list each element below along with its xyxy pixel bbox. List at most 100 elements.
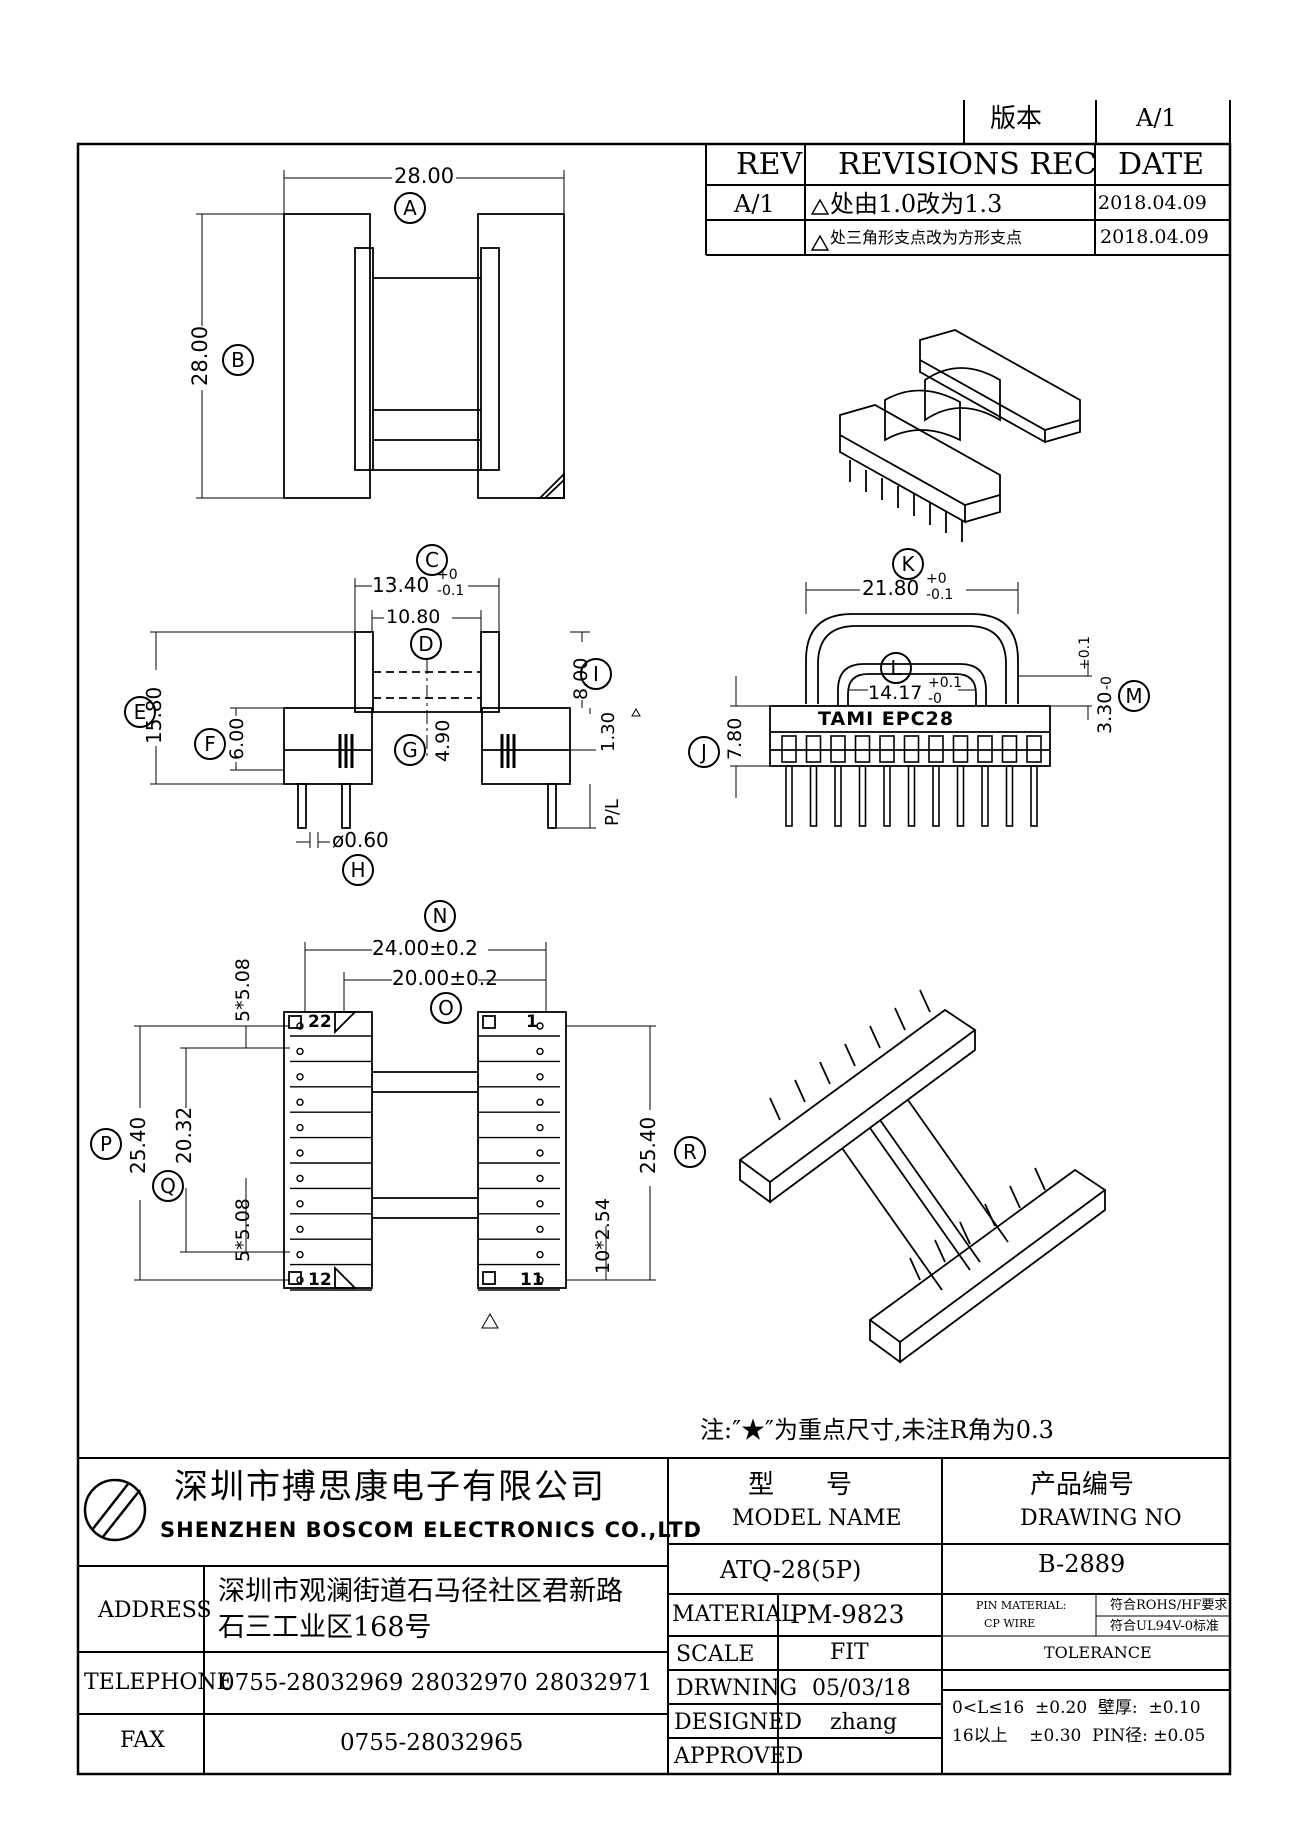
front-pin bbox=[834, 765, 842, 827]
front-pin-slot bbox=[1001, 735, 1018, 763]
dim-l-tol-lower: -0 bbox=[928, 691, 942, 707]
rev-header: REV bbox=[736, 147, 803, 182]
callout-a: A bbox=[394, 192, 426, 224]
pin-hole bbox=[536, 1174, 544, 1183]
top-view bbox=[196, 170, 565, 499]
approved-label: APPROVED bbox=[674, 1744, 804, 1769]
callout-m: M bbox=[1118, 680, 1150, 712]
dim-c-tol-lower: -0.1 bbox=[437, 583, 465, 599]
fax-label: FAX bbox=[120, 1728, 165, 1753]
callout-k: K bbox=[892, 548, 924, 580]
pin-material-rohs: 符合ROHS/HF要求 bbox=[1110, 1598, 1228, 1613]
front-pin-slot bbox=[1026, 735, 1042, 763]
address-label: ADDRESS bbox=[98, 1598, 212, 1623]
version-value: A/1 bbox=[1136, 104, 1177, 132]
callout-l: L bbox=[880, 652, 912, 684]
dim-c: 13.40 bbox=[372, 573, 430, 597]
scale-value: FIT bbox=[830, 1640, 869, 1665]
pin-hole bbox=[536, 1149, 544, 1157]
designed-label: DESIGNED bbox=[674, 1710, 802, 1735]
callout-n: N bbox=[424, 900, 456, 932]
front-pin bbox=[858, 765, 867, 827]
front-pin-slot bbox=[805, 735, 822, 763]
dim-f: 6.00 bbox=[226, 717, 248, 760]
callout-q: Q bbox=[152, 1170, 184, 1202]
callout-i: I bbox=[580, 658, 612, 690]
drawing-note: 注:″★″为重点尺寸,未注R角为0.3 bbox=[700, 1416, 1054, 1444]
bottom-view-pin-slots bbox=[290, 1022, 560, 1291]
dim-k-tol-lower: -0.1 bbox=[926, 587, 954, 603]
pin-hole bbox=[296, 1123, 304, 1132]
front-pin bbox=[907, 765, 916, 827]
pin-hole bbox=[536, 1250, 544, 1259]
pin-hole bbox=[296, 1098, 304, 1106]
dim-a: 28.00 bbox=[394, 164, 455, 188]
revisions-rec-header: REVISIONS REC bbox=[838, 147, 1097, 182]
title-block bbox=[78, 1457, 1230, 1774]
pin-hole bbox=[296, 1276, 304, 1284]
rev-row2-date: 2018.04.09 bbox=[1100, 226, 1209, 248]
front-pin-slot bbox=[854, 735, 871, 763]
dim-n: 24.00±0.2 bbox=[372, 936, 478, 960]
tolerance-row1: 0<L≤16 ±0.20 壁厚: ±0.10 bbox=[952, 1698, 1201, 1718]
fax-value: 0755-28032965 bbox=[340, 1730, 524, 1756]
callout-d: D bbox=[410, 628, 442, 660]
pin-material-label: PIN MATERIAL: bbox=[976, 1599, 1067, 1612]
pin-label-22: 22 bbox=[308, 1012, 332, 1032]
front-view-pins bbox=[781, 735, 1042, 827]
bottom-view bbox=[134, 942, 656, 1329]
front-pin bbox=[1030, 765, 1038, 827]
dim-p: 25.40 bbox=[126, 1116, 150, 1174]
pin-hole bbox=[296, 1022, 304, 1030]
address-line-2: 石三工业区168号 bbox=[218, 1612, 432, 1643]
callout-o: O bbox=[430, 992, 462, 1024]
front-pin bbox=[1005, 765, 1014, 827]
dim-1-30: 1.30 bbox=[598, 711, 619, 752]
pin-hole bbox=[296, 1047, 304, 1056]
dim-l: 14.17 bbox=[868, 682, 923, 704]
dim-k: 21.80 bbox=[862, 576, 920, 600]
designed-value: zhang bbox=[830, 1710, 898, 1735]
pin-hole bbox=[536, 1073, 544, 1081]
front-pin bbox=[809, 765, 818, 827]
front-pin bbox=[981, 765, 989, 827]
callout-r: R bbox=[674, 1136, 706, 1168]
rev-row1-rev: A/1 bbox=[734, 190, 775, 218]
front-pin-slot bbox=[952, 735, 969, 763]
rev-row1-desc: 处由1.0改为1.3 bbox=[830, 190, 1003, 218]
telephone-label: TELEPHONE bbox=[84, 1670, 233, 1695]
pin-hole bbox=[536, 1225, 544, 1233]
isometric-view-bottom bbox=[738, 989, 1107, 1364]
model-value: ATQ-28(5P) bbox=[720, 1556, 862, 1584]
dim-r: 25.40 bbox=[636, 1116, 660, 1174]
callout-e: E bbox=[124, 696, 156, 728]
drawing-date-label: DRWNING bbox=[676, 1676, 798, 1701]
side-marking: TAMI EPC28 bbox=[818, 708, 955, 730]
rev-row1-date: 2018.04.09 bbox=[1098, 192, 1207, 214]
isometric-view-top bbox=[839, 329, 1081, 542]
front-pin-slot bbox=[879, 735, 895, 763]
front-pin-slot bbox=[928, 735, 944, 763]
company-name-cn: 深圳市搏思康电子有限公司 bbox=[174, 1467, 606, 1507]
side-view bbox=[150, 578, 641, 848]
tolerance-label: TOLERANCE bbox=[1044, 1643, 1152, 1662]
dim-h: ø0.60 bbox=[332, 828, 389, 852]
dim-b: 28.00 bbox=[188, 325, 212, 386]
dim-d: 10.80 bbox=[386, 606, 441, 628]
address-line-1: 深圳市观澜街道石马径社区君新路 bbox=[218, 1576, 623, 1607]
dim-l-tol-upper: +0.1 bbox=[928, 675, 962, 691]
front-pin-slot bbox=[977, 735, 993, 763]
callout-c: C bbox=[416, 544, 448, 576]
telephone-value: 0755-28032969 28032970 28032971 bbox=[220, 1670, 653, 1696]
tolerance-row2: 16以上 ±0.30 PIN径: ±0.05 bbox=[952, 1726, 1206, 1746]
dim-k-tol-upper: +0 bbox=[926, 571, 947, 587]
callout-b: B bbox=[222, 344, 254, 376]
model-label-cn: 型 号 bbox=[748, 1470, 853, 1500]
front-pin bbox=[932, 765, 940, 827]
pin-hole bbox=[296, 1225, 304, 1233]
pin-hole bbox=[536, 1098, 544, 1106]
dim-pitch-top: 5*5.08 bbox=[232, 958, 254, 1022]
material-label: MATERIAL bbox=[672, 1602, 796, 1627]
drawing-no-label-en: DRAWING NO bbox=[1020, 1506, 1182, 1531]
drawing-date-value: 05/03/18 bbox=[812, 1676, 911, 1701]
